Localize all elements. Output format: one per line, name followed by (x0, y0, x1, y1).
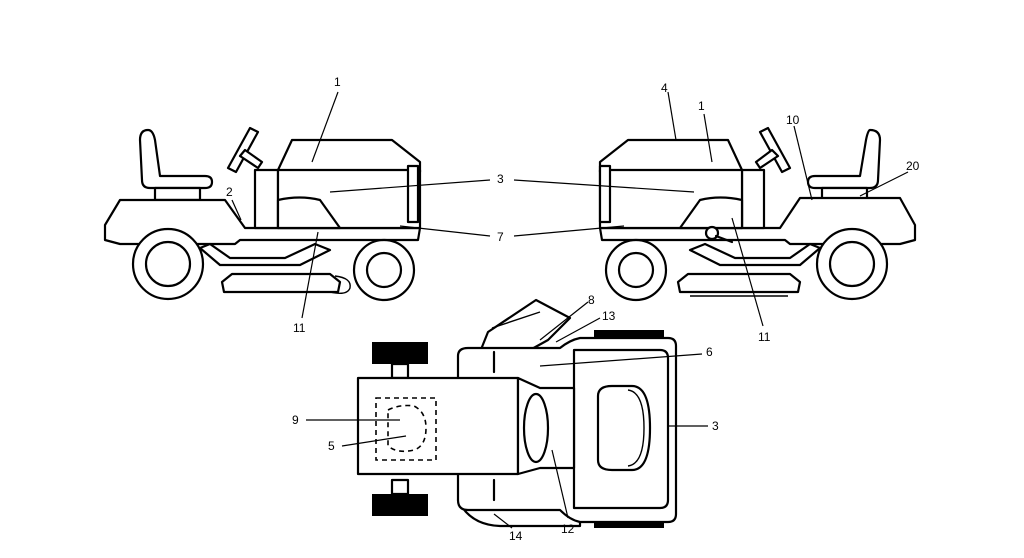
left-callouts: 1 2 11 (226, 75, 491, 335)
callout-1-left: 1 (334, 75, 341, 89)
top-view (356, 298, 678, 528)
top-callouts: 8 13 6 3 9 5 12 14 (292, 293, 719, 543)
callout-11-right: 11 (758, 330, 771, 344)
callout-5: 5 (328, 439, 335, 453)
callout-13: 13 (602, 309, 616, 323)
left-side-view (103, 126, 422, 302)
callout-10: 10 (786, 113, 800, 127)
callout-20: 20 (906, 159, 920, 173)
callout-9: 9 (292, 413, 299, 427)
callout-14: 14 (509, 529, 523, 543)
callout-2: 2 (226, 185, 233, 199)
callout-3-shared: 3 (497, 172, 504, 186)
callout-7-shared: 7 (497, 230, 504, 244)
right-callouts: 4 1 11 10 20 (513, 81, 920, 344)
right-side-view (598, 126, 917, 302)
callout-11-left: 11 (293, 321, 306, 335)
callout-1-right: 1 (698, 99, 705, 113)
callout-6: 6 (706, 345, 713, 359)
callout-12: 12 (561, 522, 575, 536)
callout-8: 8 (588, 293, 595, 307)
callout-4: 4 (661, 81, 668, 95)
callout-3-top: 3 (712, 419, 719, 433)
